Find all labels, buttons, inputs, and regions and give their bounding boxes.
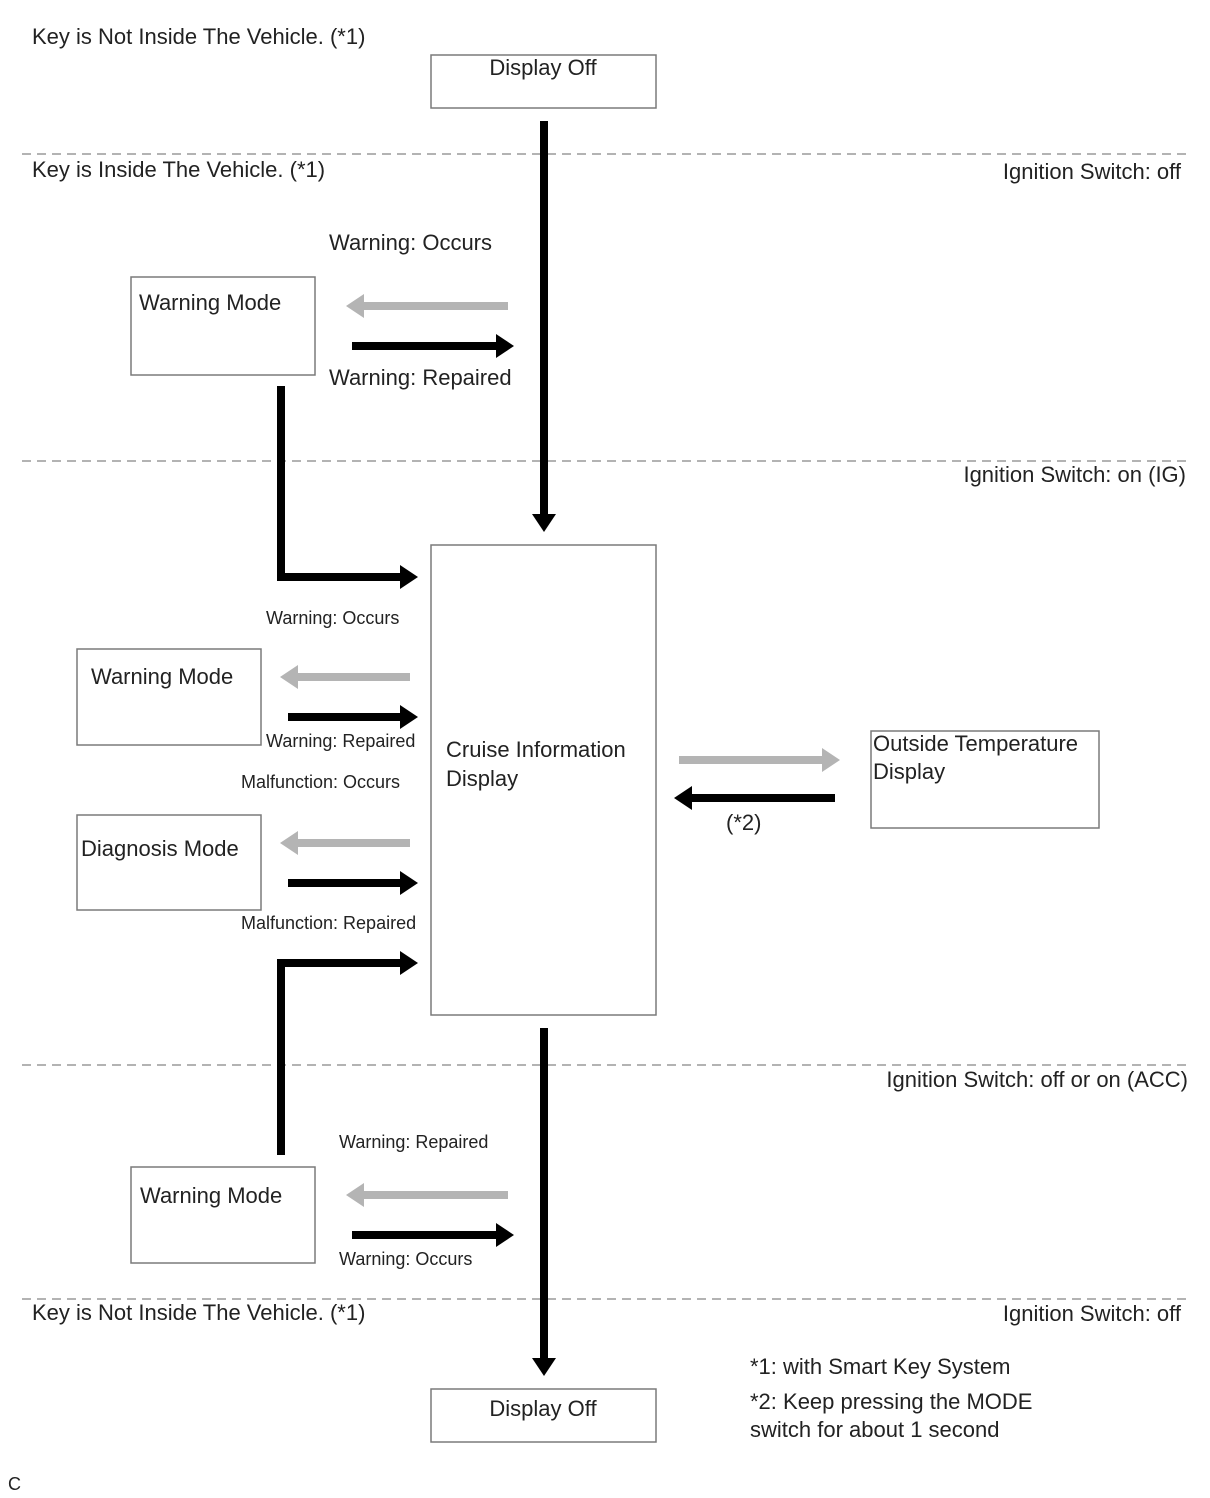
zone-label-key-inside: Key is Inside The Vehicle. (*1) xyxy=(32,157,325,182)
arrow-warning-occurs-1 xyxy=(346,294,508,318)
box-label: Warning Mode xyxy=(91,664,233,689)
box-label: Display Off xyxy=(489,55,597,80)
arrow-warning-repaired-3 xyxy=(346,1183,508,1207)
arrow-warning-occurs-3 xyxy=(352,1223,514,1247)
box-warning-mode-2: Warning Mode xyxy=(76,648,262,746)
box-warning-mode-1: Warning Mode xyxy=(130,276,316,376)
arrow-cruise-to-outside-temp xyxy=(679,748,840,772)
arrow-display-off-to-cruise xyxy=(532,121,556,532)
ignition-label-off-or-acc: Ignition Switch: off or on (ACC) xyxy=(886,1067,1188,1092)
footnote-1: *1: with Smart Key System xyxy=(750,1354,1010,1379)
box-label: Display Off xyxy=(489,1396,597,1421)
ignition-label-off: Ignition Switch: off xyxy=(1003,159,1182,184)
label-warning-occurs-2: Warning: Occurs xyxy=(266,608,399,628)
label-warning-occurs-1: Warning: Occurs xyxy=(329,230,492,255)
box-display-off-bottom: Display Off xyxy=(430,1388,657,1443)
box-cruise-information-display: Cruise Information Display xyxy=(430,544,657,1016)
label-malfunction-occurs: Malfunction: Occurs xyxy=(241,772,400,792)
arrow-cruise-to-display-off xyxy=(532,1028,556,1376)
arrow-warning-mode-1-to-cruise xyxy=(277,386,418,589)
ignition-label-off-bottom: Ignition Switch: off xyxy=(1003,1301,1182,1326)
label-note2-marker: (*2) xyxy=(726,810,761,835)
arrow-outside-temp-to-cruise xyxy=(674,786,835,810)
footnote-2-line2: switch for about 1 second xyxy=(750,1417,999,1442)
ignition-label-on-ig: Ignition Switch: on (IG) xyxy=(963,462,1186,487)
box-label-line2: Display xyxy=(446,766,518,791)
box-diagnosis-mode: Diagnosis Mode xyxy=(76,814,262,911)
box-label: Warning Mode xyxy=(139,290,281,315)
arrow-malfunction-occurs xyxy=(280,831,410,855)
arrow-warning-occurs-2 xyxy=(280,665,410,689)
zone-label-bottom: Key is Not Inside The Vehicle. (*1) xyxy=(32,1300,365,1325)
box-outside-temperature-display: Outside Temperature Display xyxy=(870,730,1100,829)
label-warning-repaired-1: Warning: Repaired xyxy=(329,365,512,390)
box-warning-mode-3: Warning Mode xyxy=(130,1166,316,1264)
label-malfunction-repaired: Malfunction: Repaired xyxy=(241,913,416,933)
arrow-warning-mode-3-to-cruise xyxy=(277,951,418,1155)
box-display-off-top: Display Off xyxy=(430,54,657,109)
arrow-warning-repaired-1 xyxy=(352,334,514,358)
figure-code: C xyxy=(8,1474,21,1494)
arrow-malfunction-repaired xyxy=(288,871,418,895)
label-warning-occurs-3: Warning: Occurs xyxy=(339,1249,472,1269)
label-warning-repaired-3: Warning: Repaired xyxy=(339,1132,488,1152)
box-label: Diagnosis Mode xyxy=(81,836,239,861)
arrow-warning-repaired-2 xyxy=(288,705,418,729)
label-warning-repaired-2: Warning: Repaired xyxy=(266,731,415,751)
box-label: Warning Mode xyxy=(140,1183,282,1208)
box-label-line2: Display xyxy=(873,759,945,784)
box-label-line1: Cruise Information xyxy=(446,737,626,762)
box-label-line1: Outside Temperature xyxy=(873,731,1078,756)
footnote-2-line1: *2: Keep pressing the MODE xyxy=(750,1389,1032,1414)
zone-label-top: Key is Not Inside The Vehicle. (*1) xyxy=(32,24,365,49)
